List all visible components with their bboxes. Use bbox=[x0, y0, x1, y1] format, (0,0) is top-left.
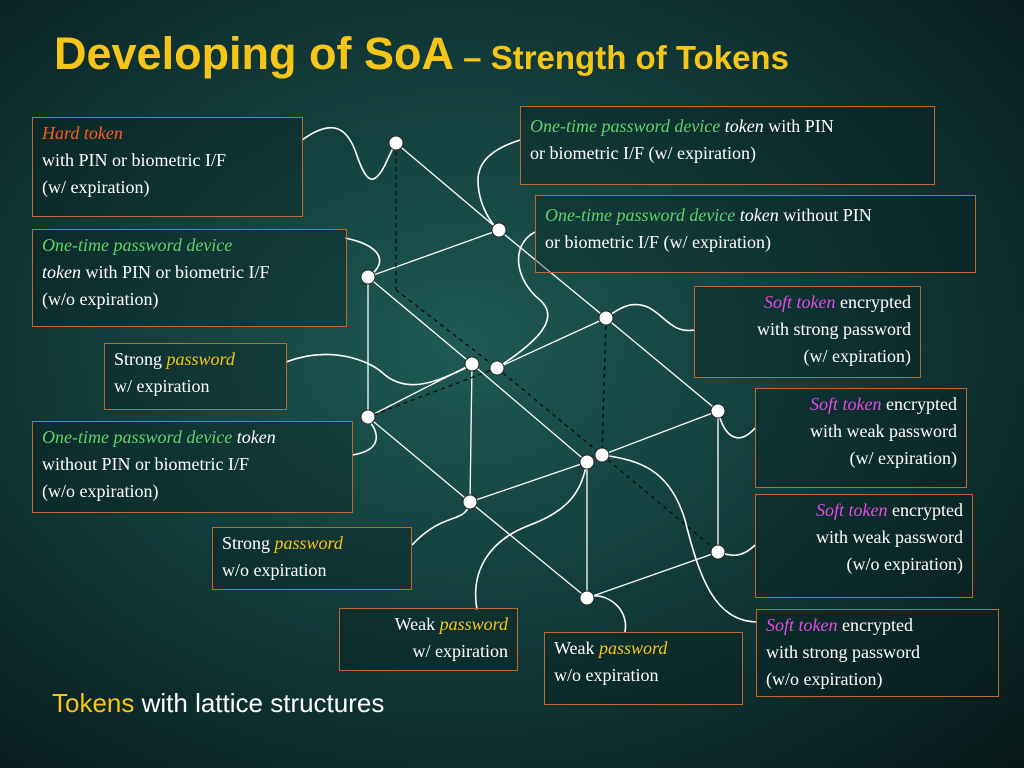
connector-strong-pw-exp bbox=[285, 353, 471, 386]
label-soft-weak-noexp-encrypted: encrypted bbox=[887, 500, 963, 520]
label-strong-pw-noexp-password: password bbox=[274, 533, 343, 553]
label-soft-strong-exp: Soft token encrypted with strong passwor… bbox=[694, 286, 921, 378]
label-otp-nopin-noexp: One-time password device token without P… bbox=[32, 421, 353, 513]
label-otp-nopin-exp-line2: or biometric I/F (w/ expiration) bbox=[545, 232, 771, 252]
label-strong-pw-exp-line2: w/ expiration bbox=[114, 376, 210, 396]
label-soft-weak-exp-title: Soft token bbox=[810, 394, 882, 414]
label-weak-pw-exp-line2: w/ expiration bbox=[412, 641, 508, 661]
connector-strong-pw-noexp bbox=[411, 501, 471, 546]
label-strong-pw-noexp: Strong password w/o expiration bbox=[212, 527, 412, 590]
label-soft-strong-exp-title: Soft token bbox=[764, 292, 836, 312]
label-soft-strong-exp-line2: with strong password bbox=[757, 319, 911, 339]
label-otp-pin-exp-title: One-time password device bbox=[530, 116, 721, 136]
label-hard-token-title: Hard token bbox=[42, 123, 123, 143]
node-otp-pin-noexp bbox=[360, 269, 376, 285]
label-hard-token: Hard token with PIN or biometric I/F (w/… bbox=[32, 117, 303, 217]
connector-otp-nopin-noexp bbox=[351, 419, 378, 456]
label-soft-strong-noexp-line3: (w/o expiration) bbox=[766, 669, 883, 689]
node-otp-nopin-noexp bbox=[360, 409, 376, 425]
label-soft-weak-exp-line2: with weak password bbox=[810, 421, 957, 441]
label-soft-weak-noexp-title: Soft token bbox=[816, 500, 888, 520]
subtitle-highlight: Tokens bbox=[52, 688, 135, 718]
node-soft-strong-noexp bbox=[594, 447, 610, 463]
node-otp-nopin-exp bbox=[489, 360, 505, 376]
label-otp-nopin-noexp-token: token bbox=[232, 427, 276, 447]
label-weak-pw-noexp-word: Weak bbox=[554, 638, 600, 658]
label-otp-nopin-exp-title: One-time password device bbox=[545, 205, 736, 225]
label-otp-pin-noexp: One-time password device token with PIN … bbox=[32, 229, 347, 327]
label-strong-pw-exp: Strong password w/ expiration bbox=[104, 343, 287, 410]
label-otp-nopin-noexp-line3: (w/o expiration) bbox=[42, 481, 159, 501]
label-hard-token-line2: with PIN or biometric I/F bbox=[42, 150, 226, 170]
label-weak-pw-noexp: Weak password w/o expiration bbox=[544, 632, 743, 705]
label-soft-strong-exp-line3: (w/ expiration) bbox=[803, 346, 911, 366]
label-soft-strong-exp-encrypted: encrypted bbox=[835, 292, 911, 312]
connector-soft-weak-exp bbox=[717, 410, 756, 439]
label-otp-pin-exp: One-time password device token with PIN … bbox=[520, 106, 935, 185]
label-strong-pw-noexp-line2: w/o expiration bbox=[222, 560, 327, 580]
label-soft-strong-noexp-title: Soft token bbox=[766, 615, 838, 635]
node-hard-token bbox=[388, 135, 404, 151]
label-otp-nopin-exp-without: without PIN bbox=[778, 205, 872, 225]
connector-soft-strong-noexp bbox=[601, 454, 757, 623]
connector-hard-token bbox=[301, 126, 397, 180]
subtitle-rest: with lattice structures bbox=[134, 688, 385, 718]
node-otp-pin-exp bbox=[491, 222, 507, 238]
label-otp-pin-exp-line2: or biometric I/F (w/ expiration) bbox=[530, 143, 756, 163]
node-soft-strong-exp bbox=[598, 310, 614, 326]
label-soft-strong-noexp-encrypted: encrypted bbox=[837, 615, 913, 635]
label-otp-pin-exp-token: token bbox=[720, 116, 764, 136]
lattice-nodes bbox=[360, 135, 726, 606]
connector-otp-pin-exp bbox=[477, 139, 521, 231]
label-otp-pin-noexp-token: token bbox=[42, 262, 81, 282]
node-strong-pw-noexp bbox=[462, 494, 478, 510]
slide-title: Developing of SoA – Strength of Tokens bbox=[54, 28, 789, 80]
label-otp-nopin-noexp-line2: without PIN or biometric I/F bbox=[42, 454, 249, 474]
connector-weak-pw-exp bbox=[474, 461, 588, 611]
label-soft-weak-noexp: Soft token encrypted with weak password … bbox=[755, 494, 973, 598]
label-otp-pin-exp-with: with PIN bbox=[763, 116, 834, 136]
label-soft-weak-noexp-line3: (w/o expiration) bbox=[846, 554, 963, 574]
connector-soft-strong-exp bbox=[605, 303, 695, 332]
lattice-dashed-edges bbox=[367, 143, 719, 553]
label-otp-pin-noexp-line2: with PIN or biometric I/F bbox=[80, 262, 270, 282]
lattice-edges bbox=[367, 142, 719, 599]
label-otp-nopin-exp: One-time password device token without P… bbox=[535, 195, 976, 273]
label-otp-pin-noexp-line3: (w/o expiration) bbox=[42, 289, 159, 309]
label-strong-pw-exp-password: password bbox=[166, 349, 235, 369]
label-hard-token-line3: (w/ expiration) bbox=[42, 177, 150, 197]
slide-subtitle: Tokens with lattice structures bbox=[52, 688, 384, 719]
node-soft-weak-noexp bbox=[710, 544, 726, 560]
label-weak-pw-noexp-line2: w/o expiration bbox=[554, 665, 659, 685]
label-soft-strong-noexp-line2: with strong password bbox=[766, 642, 920, 662]
label-otp-nopin-exp-token: token bbox=[735, 205, 779, 225]
label-soft-weak-noexp-line2: with weak password bbox=[816, 527, 963, 547]
connector-otp-pin-noexp bbox=[344, 237, 381, 278]
label-strong-pw-exp-word: Strong bbox=[114, 349, 167, 369]
label-soft-weak-exp: Soft token encrypted with weak password … bbox=[755, 388, 967, 488]
label-weak-pw-noexp-password: password bbox=[599, 638, 668, 658]
title-sub: – Strength of Tokens bbox=[454, 39, 789, 76]
label-weak-pw-exp: Weak password w/ expiration bbox=[339, 608, 518, 671]
node-weak-pw-exp bbox=[579, 454, 595, 470]
label-soft-weak-exp-encrypted: encrypted bbox=[881, 394, 957, 414]
node-weak-pw-noexp bbox=[579, 590, 595, 606]
label-strong-pw-noexp-word: Strong bbox=[222, 533, 275, 553]
connector-otp-nopin-exp bbox=[496, 231, 549, 369]
node-soft-weak-exp bbox=[710, 403, 726, 419]
node-strong-pw-exp bbox=[464, 356, 480, 372]
label-weak-pw-exp-password: password bbox=[439, 614, 508, 634]
label-soft-strong-noexp: Soft token encrypted with strong passwor… bbox=[756, 609, 999, 697]
title-main: Developing of SoA bbox=[54, 28, 455, 79]
label-otp-nopin-noexp-title: One-time password device bbox=[42, 427, 233, 447]
label-weak-pw-exp-word: Weak bbox=[394, 614, 440, 634]
label-soft-weak-exp-line3: (w/ expiration) bbox=[849, 448, 957, 468]
label-otp-pin-noexp-title: One-time password device bbox=[42, 235, 233, 255]
